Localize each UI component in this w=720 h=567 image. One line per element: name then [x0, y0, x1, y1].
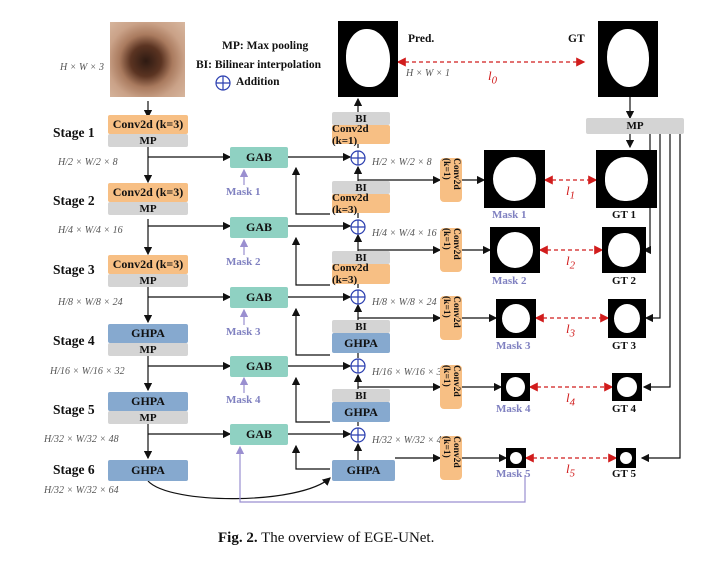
side-conv-5: Conv2d (k=1) — [440, 436, 462, 480]
mask-feed-lines — [235, 168, 526, 503]
decoder-2-bi: BI — [332, 181, 390, 194]
gab-mask-4: Mask 4 — [226, 394, 261, 406]
addition-nodes — [215, 75, 366, 443]
stage-6-ghpa: GHPA — [108, 460, 188, 481]
decoder-3-conv: Conv2d (k=3) — [332, 262, 390, 286]
mask-3-label: Mask 3 — [496, 340, 531, 352]
decoder-3-bi: BI — [332, 251, 390, 264]
gab-mask-2: Mask 2 — [226, 256, 261, 268]
mask-1-image — [484, 150, 545, 208]
input-dermoscopy-image — [110, 22, 185, 97]
gt-2-label: GT 2 — [612, 275, 636, 287]
loss-3: l3 — [566, 321, 576, 340]
stage-1-dim: H/2 × W/2 × 8 — [58, 157, 118, 168]
stage-5-ghpa: GHPA — [108, 392, 188, 411]
input-dim: H × W × 3 — [60, 62, 105, 73]
decoder-1-conv: Conv2d (k=1) — [332, 123, 390, 147]
gt-2-image — [602, 227, 646, 273]
stage-4-pool: MP — [108, 343, 188, 356]
gab-5: GAB — [230, 424, 288, 445]
stage-4-dim: H/16 × W/16 × 32 — [50, 366, 125, 377]
gt-5-label: GT 5 — [612, 468, 636, 480]
gt-label: GT — [568, 33, 585, 45]
stage-2-label: Stage 2 — [53, 193, 95, 208]
decoder-6-ghpa: GHPA — [332, 460, 395, 481]
caption-text: The overview of EGE-UNet. — [261, 530, 435, 546]
gab-mask-1: Mask 1 — [226, 186, 261, 198]
caption-prefix: Fig. 2. — [218, 530, 258, 546]
stage-3-pool: MP — [108, 274, 188, 287]
decoder-5-dim: H/32 × W/32 × 48 — [372, 435, 447, 446]
decoder-5-ghpa: GHPA — [332, 402, 390, 422]
stage-6-dim: H/32 × W/32 × 64 — [44, 485, 119, 496]
stage-4-ghpa: GHPA — [108, 324, 188, 343]
legend-mp: MP: Max pooling — [222, 40, 309, 52]
gab-4: GAB — [230, 356, 288, 377]
stage-5-dim: H/32 × W/32 × 48 — [44, 434, 119, 445]
side-conv-4: Conv2d (k=1) — [440, 365, 462, 409]
gab-3: GAB — [230, 287, 288, 308]
mask-4-label: Mask 4 — [496, 403, 531, 415]
legend-addition: Addition — [236, 76, 280, 88]
gt-4-label: GT 4 — [612, 403, 636, 415]
mask-3-image — [496, 299, 536, 338]
stage-2-dim: H/4 × W/4 × 16 — [58, 225, 123, 236]
stage-1-label: Stage 1 — [53, 125, 95, 140]
loss-1: l1 — [566, 183, 576, 202]
encoder-flow — [143, 97, 681, 500]
stage-4-label: Stage 4 — [53, 333, 95, 348]
loss-5: l5 — [566, 461, 576, 480]
mask-5-label: Mask 5 — [496, 468, 531, 480]
decoder-3-dim: H/8 × W/8 × 24 — [372, 297, 437, 308]
stage-5-label: Stage 5 — [53, 402, 95, 417]
stage-2-conv: Conv2d (k=3) — [108, 183, 188, 202]
stage-2-pool: MP — [108, 202, 188, 215]
decoder-5-bi: BI — [332, 389, 390, 402]
stage-3-conv: Conv2d (k=3) — [108, 255, 188, 274]
decoder-4-bi: BI — [332, 320, 390, 333]
pred-label: Pred. — [408, 33, 435, 45]
gt-1-label: GT 1 — [612, 209, 636, 221]
gt-1-image — [596, 150, 657, 208]
mask-1-label: Mask 1 — [492, 209, 527, 221]
ground-truth-mask — [598, 21, 658, 97]
legend-bi: BI: Bilinear interpolation — [196, 59, 322, 71]
stage-3-label: Stage 3 — [53, 262, 95, 277]
decoder-2-conv: Conv2d (k=3) — [332, 192, 390, 216]
side-conv-3: Conv2d (k=1) — [440, 296, 462, 340]
gt-pool: MP — [586, 118, 684, 134]
gt-3-image — [608, 299, 646, 338]
prediction-mask — [338, 21, 398, 97]
loss-0: l0 — [488, 68, 498, 87]
stage-5-pool: MP — [108, 411, 188, 424]
decoder-4-ghpa: GHPA — [332, 333, 390, 353]
gt-4-image — [612, 373, 642, 401]
mask-4-image — [501, 373, 530, 401]
stage-6-label: Stage 6 — [53, 462, 95, 477]
gt-3-label: GT 3 — [612, 340, 636, 352]
loss-2: l2 — [566, 253, 576, 272]
mask-5-image — [506, 448, 526, 468]
decoder-4-dim: H/16 × W/16 × 32 — [372, 367, 447, 378]
stage-1-conv: Conv2d (k=3) — [108, 115, 188, 134]
figure-caption: Fig. 2. The overview of EGE-UNet. — [218, 530, 434, 547]
decoder-2-dim: H/4 × W/4 × 16 — [372, 228, 437, 239]
stage-1-pool: MP — [108, 134, 188, 147]
mask-2-label: Mask 2 — [492, 275, 527, 287]
gab-1: GAB — [230, 147, 288, 168]
decoder-1-dim: H/2 × W/2 × 8 — [372, 157, 432, 168]
gab-2: GAB — [230, 217, 288, 238]
side-conv-1: Conv2d (k=1) — [440, 158, 462, 202]
stage-3-dim: H/8 × W/8 × 24 — [58, 297, 123, 308]
loss-arrows — [396, 57, 618, 463]
gab-mask-3: Mask 3 — [226, 326, 261, 338]
decoder-1-bi: BI — [332, 112, 390, 125]
mask-2-image — [490, 227, 540, 273]
side-conv-2: Conv2d (k=1) — [440, 228, 462, 272]
gt-5-image — [616, 448, 636, 468]
pred-dim: H × W × 1 — [406, 68, 451, 79]
loss-4: l4 — [566, 390, 576, 409]
